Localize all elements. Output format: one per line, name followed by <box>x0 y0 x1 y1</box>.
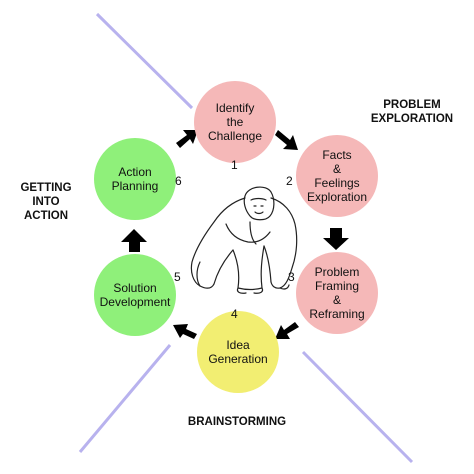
divider-line-top-left <box>95 12 194 110</box>
step-label-line: Generation <box>208 352 268 366</box>
section-label-problem-exploration: PROBLEM EXPLORATION <box>362 98 462 126</box>
step-label-line: Solution <box>113 281 157 295</box>
section-label-line: INTO <box>32 196 60 208</box>
step-number-1: 1 <box>231 158 238 172</box>
arrow-5-to-6 <box>121 229 147 252</box>
step-number-4: 4 <box>231 307 238 321</box>
step-label-line: & <box>332 162 341 176</box>
section-label-getting-into-action: GETTING INTO ACTION <box>10 181 82 223</box>
step-label-line: Facts <box>322 148 352 162</box>
gorilla-icon <box>190 186 298 294</box>
divider-line-bottom-right <box>301 350 414 464</box>
arrow-4-to-5 <box>173 324 197 339</box>
arrow-2-to-3 <box>323 228 349 250</box>
section-label-line: PROBLEM <box>383 99 441 111</box>
step-number-3: 3 <box>288 270 295 284</box>
step-label-line: Identify <box>215 101 255 115</box>
step-label-line: Exploration <box>306 190 368 204</box>
step-number-5: 5 <box>174 270 181 284</box>
step-label-line: Action <box>118 165 152 179</box>
step-label-line: & <box>332 293 341 307</box>
step-label-line: the <box>226 115 244 129</box>
arrow-1-to-2 <box>275 130 298 150</box>
step-label-line: Framing <box>314 279 359 293</box>
arrow-3-to-4 <box>275 322 299 339</box>
step-label-line: Development <box>99 295 171 309</box>
step-label-line: Planning <box>111 179 159 193</box>
section-label-line: EXPLORATION <box>370 113 454 125</box>
step-label-line: Challenge <box>207 129 263 143</box>
divider-line-bottom-left <box>78 344 172 453</box>
section-label-brainstorming: BRAINSTORMING <box>187 416 287 428</box>
section-label-line: GETTING <box>20 182 72 194</box>
step-label-line: Problem <box>314 265 360 279</box>
step-number-6: 6 <box>175 174 182 188</box>
step-number-2: 2 <box>286 174 293 188</box>
step-label-line: Idea <box>226 338 250 352</box>
step-label-line: Feelings <box>314 176 360 190</box>
step-label-line: Reframing <box>309 307 365 321</box>
arrow-6-to-1 <box>176 130 198 148</box>
section-label-line: ACTION <box>23 210 69 222</box>
